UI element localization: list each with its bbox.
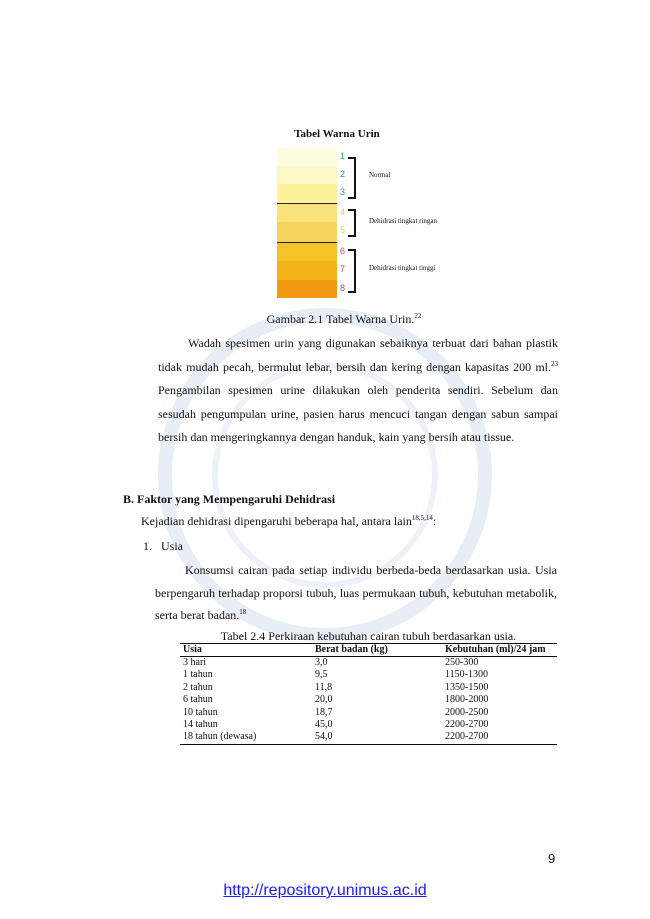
footer-link[interactable]: http://repository.unimus.ac.id: [223, 882, 427, 899]
chart-separator: [277, 203, 337, 204]
table-cell: 6 tahun: [183, 694, 213, 706]
page-number: 9: [548, 851, 556, 866]
color-band: [277, 166, 337, 184]
table-header-row: Usia Berat badan (kg) Kebutuhan (ml)/24 …: [180, 643, 557, 657]
table-row: 3 hari 3,0 250-300: [180, 657, 557, 670]
color-band: [277, 243, 337, 261]
scale-number: 1: [340, 151, 346, 161]
paragraph-age: Konsumsi cairan pada setiap individu ber…: [155, 559, 557, 627]
figure-caption: Gambar 2.1 Tabel Warna Urin.22: [0, 312, 650, 327]
group-label-mild: Dehidrasi tingkat ringan: [369, 217, 438, 225]
citation-ref: 18: [239, 608, 247, 616]
table-cell: 2200-2700: [442, 731, 557, 745]
scale-number: 2: [340, 169, 346, 179]
scale-number: 5: [340, 225, 346, 235]
scale-number: 7: [340, 264, 346, 274]
citation-ref: 23: [551, 359, 558, 368]
color-band: [277, 261, 337, 280]
scale-number: 6: [340, 246, 346, 256]
intro-text: Kejadian dehidrasi dipengaruhi beberapa …: [141, 514, 412, 528]
table-cell: 2 tahun: [183, 681, 213, 693]
paragraph-text: Pengambilan spesimen urine dilakukan ole…: [158, 383, 558, 444]
bracket-severe: [348, 249, 356, 293]
color-band: [277, 184, 337, 204]
table-cell: 1800-2000: [445, 694, 489, 706]
intro-end: :: [432, 514, 437, 528]
color-band: [277, 204, 337, 222]
table-cell: 20,0: [315, 694, 333, 706]
paragraph-text: Wadah spesimen urin yang digunakan sebai…: [158, 336, 558, 374]
group-label-severe: Dehidrasi tingkat tinggi: [369, 264, 436, 272]
bracket-mild: [348, 209, 356, 237]
paragraph-text: Konsumsi cairan pada setiap individu ber…: [155, 563, 557, 622]
table-row: 10 tahun 18,7 2000-2500: [180, 707, 557, 719]
paragraph-specimen: Wadah spesimen urin yang digunakan sebai…: [158, 332, 558, 450]
table-cell: 1350-1500: [445, 681, 489, 693]
bracket-normal: [348, 157, 356, 199]
table-cell: 250-300: [445, 657, 479, 668]
watermark-seal: [158, 308, 492, 642]
section-heading: B. Faktor yang Mempengaruhi Dehidrasi: [123, 492, 336, 506]
table-cell: 14 tahun: [183, 719, 218, 731]
table-row: 2 tahun 11,8 1350-1500: [180, 682, 557, 694]
header-berat: Berat badan (kg): [312, 643, 442, 657]
citation-ref: 18,5,14: [411, 514, 433, 522]
table-cell: 1 tahun: [183, 669, 213, 681]
caption-ref: 22: [414, 312, 422, 320]
table-caption: Tabel 2.4 Perkiraan kebutuhan cairan tub…: [220, 629, 517, 643]
scale-number: 3: [340, 187, 346, 197]
section-intro: Kejadian dehidrasi dipengaruhi beberapa …: [141, 514, 436, 529]
caption-text: Gambar 2.1 Tabel Warna Urin.: [266, 312, 415, 326]
table-cell: 11,8: [315, 681, 333, 693]
list-item-usia: 1. Usia: [143, 539, 183, 553]
color-band: [277, 280, 337, 298]
table-cell: 10 tahun: [183, 706, 218, 718]
table-cell: 18 tahun (dewasa): [180, 731, 312, 745]
fluid-needs-table: Usia Berat badan (kg) Kebutuhan (ml)/24 …: [180, 643, 557, 745]
table-cell: 9,5: [315, 669, 328, 681]
scale-number: 4: [340, 207, 346, 217]
table-cell: 1150-1300: [445, 669, 488, 681]
table-cell: 45,0: [315, 719, 333, 731]
chart-separator: [277, 242, 337, 243]
table-row: 6 tahun 20,0 1800-2000: [180, 694, 557, 706]
color-band: [277, 148, 337, 166]
table-row: 1 tahun 9,5 1150-1300: [180, 669, 557, 681]
group-label-normal: Normal: [369, 171, 391, 179]
scale-number: 8: [340, 283, 346, 293]
table-cell: 18,7: [315, 706, 333, 718]
color-band: [277, 222, 337, 243]
header-usia: Usia: [180, 643, 312, 657]
table-cell: 3,0: [315, 657, 328, 668]
table-cell: 3 hari: [183, 657, 207, 668]
table-cell: 54,0: [312, 731, 442, 745]
table-cell: 2200-2700: [445, 719, 489, 731]
urine-color-chart: 1 2 3 4 5 6 7 8 Normal Dehidrasi tingkat ringan…: [0, 0, 650, 300]
header-kebutuhan: Kebutuhan (ml)/24 jam: [442, 643, 557, 657]
table-row: 14 tahun 45,0 2200-2700: [180, 719, 557, 731]
figure-title: Tabel Warna Urin: [294, 128, 380, 140]
table-cell: 2000-2500: [445, 706, 489, 718]
